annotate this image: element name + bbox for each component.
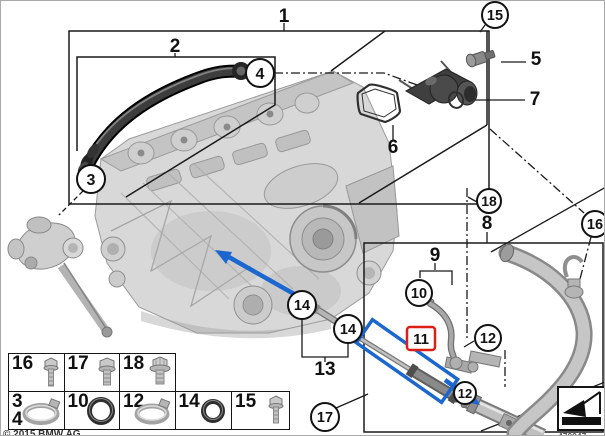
legend-cell-14[interactable]: 14 [174,390,233,430]
bolt-icon [96,356,118,395]
legend-num-18: 18 [123,353,145,374]
callout-3[interactable]: 3 [76,164,106,194]
legend-num-14: 14 [178,390,200,412]
svg-text:18: 18 [481,193,497,209]
vent-hose-part-2 [77,62,250,175]
vacuum-line-part-9-10 [421,294,502,374]
legend-table: 16 17 18 [8,353,290,433]
callout-18[interactable]: 18 [476,188,502,214]
thermostat-housing-part [356,50,496,124]
clamp-16-part [562,255,584,299]
legend-num-16: 16 [12,353,34,374]
diagram-id-text: 470047 [558,431,587,436]
legend-cell-17[interactable]: 17 [63,353,121,395]
svg-text:15: 15 [487,8,503,24]
callout-14a[interactable]: 14 [287,290,317,320]
svg-text:3: 3 [87,172,96,189]
legend-num-3: 3 [12,390,23,412]
callout-8[interactable]: 8 [482,213,493,234]
callout-7[interactable]: 7 [530,89,541,110]
legend-num-15: 15 [235,390,257,412]
legend-cell-16[interactable]: 16 [8,353,65,392]
callout-10[interactable]: 10 [405,279,433,307]
callout-12a[interactable]: 12 [474,324,502,352]
callout-5[interactable]: 5 [531,49,542,70]
legend-row-1: 16 17 18 [8,353,289,392]
legend-cell-3-4[interactable]: 3 4 [8,390,65,431]
legend-num-17: 17 [67,353,89,374]
callout-17[interactable]: 17 [310,402,340,432]
o-ring-icon [85,396,117,431]
coolant-connector-part [7,216,113,338]
svg-text:14: 14 [294,298,310,314]
coolant-pipe-bottom [460,392,547,435]
svg-text:14: 14 [340,322,356,338]
callouts-layer: 1 2 5 6 7 8 9 13 3 4 10 12 12 14 [76,1,605,432]
svg-text:12: 12 [458,386,472,401]
callout-1[interactable]: 1 [279,6,290,27]
svg-text:17: 17 [317,410,333,426]
legend-num-10: 10 [67,390,89,412]
callout-2[interactable]: 2 [170,36,181,57]
callout-14b[interactable]: 14 [333,314,363,344]
svg-text:16: 16 [587,217,603,233]
sensor-5 [465,50,496,68]
legend-num-4: 4 [12,408,23,430]
legend-cell-15[interactable]: 15 [231,390,290,433]
callout-9[interactable]: 9 [430,245,441,266]
callout-16[interactable]: 16 [581,210,605,238]
legend-cell-18[interactable]: 18 [119,353,176,392]
svg-text:11: 11 [413,331,429,348]
o-ring-7 [447,91,465,109]
highlight-arrow-up-left [215,250,232,264]
legend-row-2: 3 4 10 12 [8,390,290,433]
callout-15[interactable]: 15 [481,1,509,29]
coolant-hose-part-8 [498,243,593,435]
bolt-icon [265,394,287,433]
svg-text:12: 12 [480,331,496,347]
callout-11-highlighted[interactable]: 11 [405,325,437,352]
callout-13[interactable]: 13 [314,359,335,380]
legend-num-12: 12 [123,390,145,412]
callout-4[interactable]: 4 [245,58,275,88]
gasket-6 [356,83,402,124]
direction-of-travel-icon [557,386,604,435]
legend-cell-10[interactable]: 10 [63,390,121,431]
hose-clamp-icon [133,397,173,431]
callout-6[interactable]: 6 [388,137,399,158]
svg-text:4: 4 [256,66,265,83]
copyright-text: © 2015 BMW AG [3,429,81,436]
bolt-icon [40,356,62,395]
bolt-icon [147,356,173,395]
legend-cell-12[interactable]: 12 [119,390,176,431]
engine-illustration [94,70,400,339]
o-ring-icon [199,398,227,429]
hose-clamp-icon [22,397,62,431]
callout-12b[interactable]: 12 [453,381,477,405]
svg-text:10: 10 [411,286,427,302]
